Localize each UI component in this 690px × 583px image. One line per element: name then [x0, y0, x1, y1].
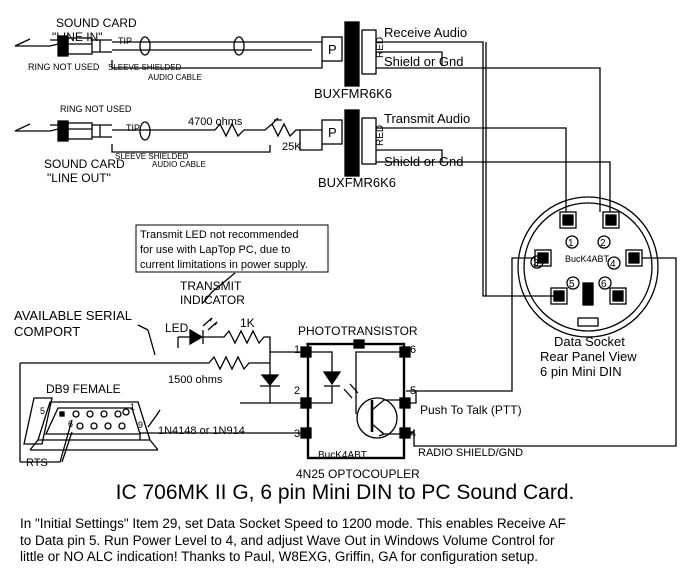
- label-red-bottom: RED: [375, 125, 386, 146]
- label-tip-bottom: TIP: [126, 123, 140, 133]
- label-receive-audio: Receive Audio: [384, 25, 467, 40]
- diagram-title: IC 706MK II G, 6 pin Mini DIN to PC Soun…: [115, 481, 575, 504]
- label-opto-pin6: 6: [410, 344, 416, 356]
- label-opto-pin4: 4: [410, 428, 416, 440]
- label-audio-cable-bottom: AUDIO CABLE: [152, 160, 206, 169]
- din-pin4-label: 4: [610, 259, 616, 270]
- label-opto-pin3: 3: [294, 428, 300, 440]
- din-pin2-label: 2: [600, 238, 606, 249]
- label-radio-shield: RADIO SHIELD/GND: [418, 447, 523, 459]
- diagram-notes: In "Initial Settings" Item 29, set Data …: [20, 516, 690, 566]
- label-sleeve-bottom: SLEEVE SHIELDED: [115, 152, 189, 161]
- label-p-bottom: P: [328, 125, 337, 140]
- label-tip-top: TIP: [118, 36, 132, 46]
- label-ring-not-used-bottom: RING NOT USED: [60, 104, 132, 114]
- label-opto-pin5: 5: [410, 385, 416, 397]
- label-optocoupler: 4N25 OPTOCOUPLER: [296, 467, 420, 481]
- label-25k: 25K: [282, 141, 302, 153]
- label-4700-ohms: 4700 ohms: [188, 116, 243, 128]
- label-comport: COMPORT: [14, 324, 80, 339]
- mini-din-socket: [406, 196, 677, 447]
- label-indicator: INDICATOR: [180, 293, 245, 307]
- label-data-socket: Data Socket: [554, 334, 625, 349]
- label-6pin-mini-din: 6 pin Mini DIN: [540, 364, 622, 379]
- label-sound-card-in: SOUND CARD: [56, 16, 137, 30]
- optocoupler: [300, 339, 411, 460]
- label-1500-ohms: 1500 ohms: [168, 374, 223, 386]
- label-ring-not-used-top: RING NOT USED: [28, 62, 100, 72]
- label-db9-pin9: 9: [138, 420, 143, 430]
- label-sleeve-top: SLEEVE SHIELDED: [108, 63, 182, 72]
- label-db9-pin5: 5: [40, 406, 45, 416]
- label-transmit-audio: Transmit Audio: [384, 111, 470, 126]
- din-pin3-label: 3: [533, 258, 539, 269]
- line-in-cable: [111, 36, 312, 69]
- label-rear-panel: Rear Panel View: [540, 349, 637, 364]
- label-1k: 1K: [240, 316, 255, 330]
- label-opto-pin1: 1: [294, 344, 300, 356]
- label-shield-bottom: Shield or Gnd: [384, 154, 464, 169]
- label-bux-top: BUXFMR6K6: [314, 86, 392, 101]
- label-phototransistor: PHOTOTRANSISTOR: [298, 324, 418, 338]
- label-buck-opto: BucK4ABT: [318, 450, 367, 461]
- label-opto-pin2: 2: [294, 385, 300, 397]
- led-note-line3: current limitations in power supply.: [140, 259, 308, 271]
- label-db9-female: DB9 FEMALE: [46, 382, 121, 396]
- label-line-out: "LINE OUT": [47, 171, 111, 185]
- transformer-bottom: [312, 109, 611, 212]
- label-led: LED: [165, 321, 189, 335]
- label-transmit: TRANSMIT: [180, 279, 242, 293]
- label-sound-card-out: SOUND CARD: [44, 157, 125, 171]
- label-shield-top: Shield or Gnd: [384, 54, 464, 69]
- line-in-plug: [14, 35, 112, 57]
- label-bux-bottom: BUXFMR6K6: [318, 175, 396, 190]
- note-line-1: In "Initial Settings" Item 29, set Data …: [20, 516, 566, 531]
- led-note-box: [135, 224, 329, 273]
- led-branch: [19, 272, 301, 463]
- label-db9-pin1: 1: [130, 402, 135, 412]
- label-p-top: P: [328, 42, 337, 57]
- led-note-line1: Transmit LED not recommended: [140, 229, 299, 241]
- label-red-top: RED: [375, 37, 386, 58]
- db9-connector: [23, 397, 159, 463]
- led-note-line2: for use with LapTop PC, due to: [140, 244, 290, 256]
- label-ptt: Push To Talk (PTT): [420, 403, 522, 417]
- label-buck-din: BucK4ABT: [565, 254, 610, 264]
- din-pin1-label: 1: [568, 238, 574, 249]
- label-audio-cable-top: AUDIO CABLE: [148, 73, 202, 82]
- din-pin5-label: 5: [569, 279, 575, 290]
- line-out-plug: [14, 120, 112, 142]
- label-db9-pin6: 6: [68, 419, 73, 429]
- label-rts: RTS: [26, 457, 48, 469]
- label-line-in: "LINE IN": [52, 30, 103, 44]
- din-pin6-label: 6: [601, 279, 607, 290]
- transformer-top: [312, 21, 560, 297]
- note-line-3: little or NO ALC indication! Thanks to P…: [20, 549, 538, 564]
- tx-resistor-pot: [111, 117, 312, 153]
- label-1n4148: 1N4148 or 1N914: [158, 425, 245, 437]
- note-line-2: to Data pin 5. Run Power Level to 4, and…: [20, 532, 555, 548]
- label-available-serial: AVAILABLE SERIAL: [14, 308, 132, 323]
